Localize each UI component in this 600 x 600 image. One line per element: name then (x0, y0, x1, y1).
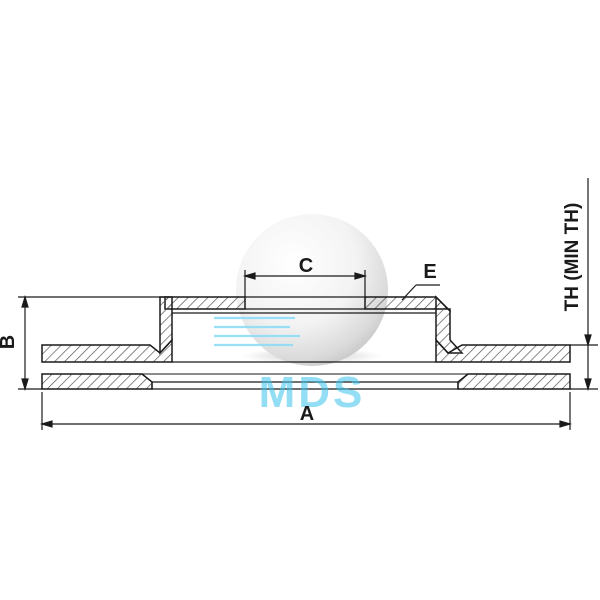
watermark-text: MDS (259, 368, 366, 417)
label-th: TH (MIN TH) (562, 203, 583, 312)
dimension-c (242, 270, 368, 297)
watermark-logo (214, 214, 388, 366)
disc-hat (159, 295, 464, 355)
label-c: C (299, 255, 313, 277)
label-a: A (300, 403, 314, 425)
label-b: B (0, 335, 19, 349)
disc-ring-bottom (41, 361, 571, 390)
disc-ring-top (41, 338, 571, 363)
label-e: E (423, 261, 436, 283)
leader-e (401, 284, 440, 301)
watermark-stripes (214, 316, 300, 347)
dimension-th (570, 178, 598, 392)
dimension-b (18, 294, 165, 392)
dimension-a (39, 392, 573, 430)
